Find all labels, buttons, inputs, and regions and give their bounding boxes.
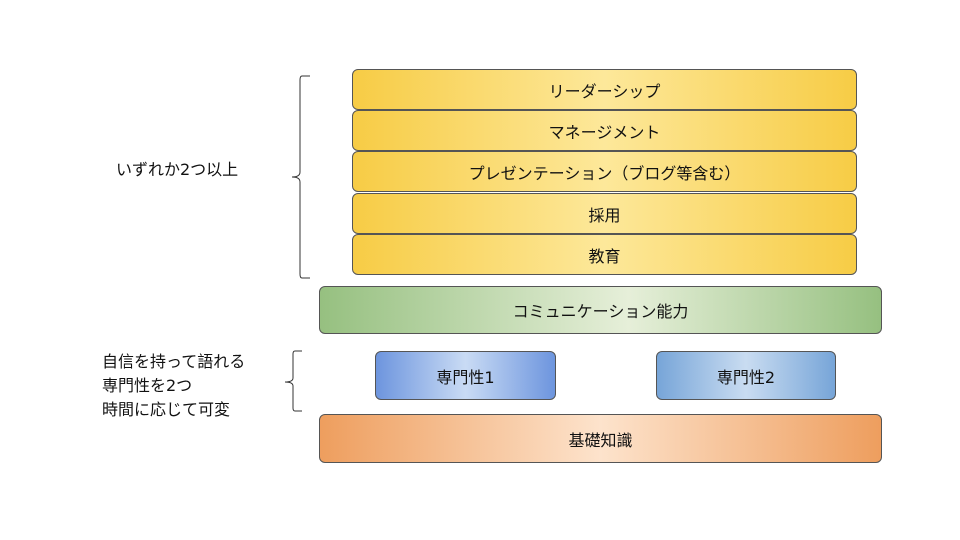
layer-communication: コミュニケーション能力 [319,286,882,334]
specialty-group-note: 自信を持って語れる 専門性を2つ 時間に応じて可変 [102,350,245,422]
specialty-note-line-1: 自信を持って語れる [102,352,246,371]
layer-foundation: 基礎知識 [319,414,882,463]
layer-recruiting: 採用 [352,193,857,234]
top-group-brace [291,75,310,279]
specialty-note-line-2: 専門性を2つ [102,376,193,395]
layer-leadership: リーダーシップ [352,69,857,110]
layer-education: 教育 [352,234,857,275]
specialty-2: 専門性2 [656,351,836,400]
specialty-group-brace [284,350,302,412]
top-group-note: いずれか2つ以上 [116,160,239,179]
specialty-note-line-3: 時間に応じて可変 [102,400,231,419]
layer-management: マネージメント [352,110,857,151]
specialty-1: 専門性1 [375,351,556,400]
layer-presentation: プレゼンテーション（ブログ等含む） [352,151,857,192]
